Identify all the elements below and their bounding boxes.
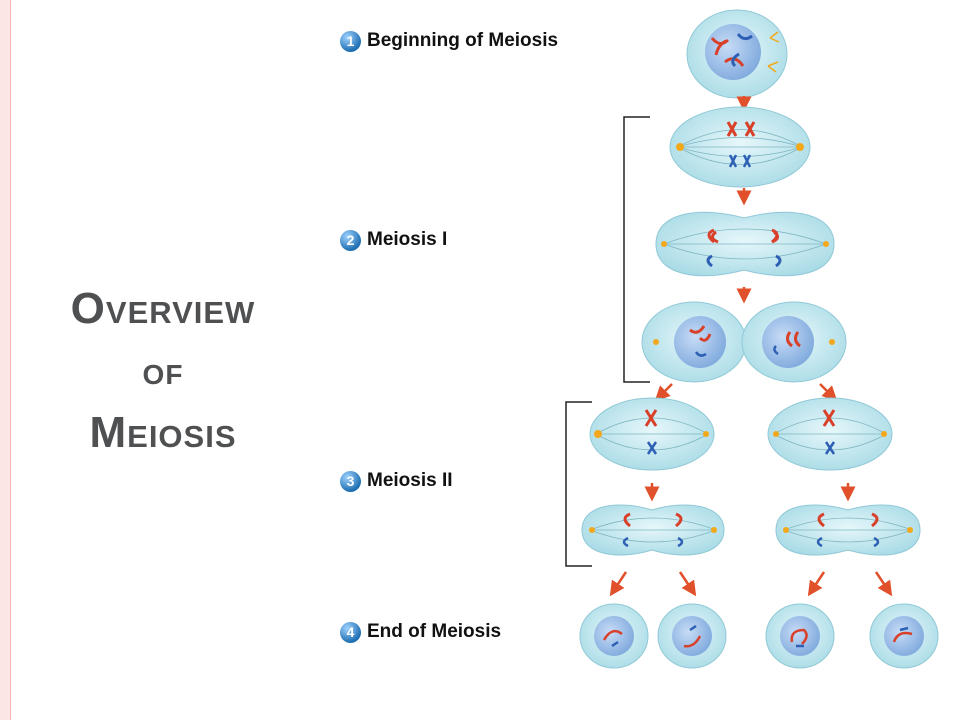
cell-metaphase-2-left	[589, 397, 715, 471]
stage-2-label: 2 Meiosis I	[340, 229, 447, 251]
stage-1-text: Beginning of Meiosis	[367, 30, 559, 51]
gamete-cell-4	[869, 603, 939, 669]
stage-3-text: Meiosis II	[367, 470, 453, 491]
stage-2-text: Meiosis I	[367, 229, 448, 250]
arrow-5	[819, 383, 838, 402]
arrow-4	[654, 383, 673, 402]
cell-metaphase-1	[669, 106, 811, 188]
slide-border	[0, 0, 11, 720]
stage-4-number-badge: 4	[340, 621, 361, 643]
stage-3-number-badge: 3	[340, 470, 361, 492]
stage-4-text: End of Meiosis	[367, 621, 502, 642]
stage-2-number-badge: 2	[340, 229, 361, 251]
title-line-3: Meiosis	[89, 408, 237, 457]
arrow-11	[874, 571, 893, 597]
cell-beginning	[686, 9, 788, 99]
title-line-1: Overview	[70, 284, 256, 333]
title-line-2: of	[142, 349, 184, 393]
cell-metaphase-2-right	[767, 397, 893, 471]
slide-title: Overview of Meiosis	[28, 278, 298, 464]
cell-anaphase-2-right	[775, 504, 921, 556]
cell-telophase-1-left	[641, 301, 747, 383]
gamete-cell-2	[657, 603, 727, 669]
meiosis-ii-bracket	[565, 401, 592, 567]
stage-1-number-badge: 1	[340, 30, 361, 52]
arrow-8	[609, 571, 628, 597]
stage-3-label: 3 Meiosis II	[340, 470, 453, 492]
cell-telophase-1-right	[741, 301, 847, 383]
stage-4-label: 4 End of Meiosis	[340, 621, 501, 643]
arrow-9	[678, 571, 697, 597]
stage-1-label: 1 Beginning of Meiosis	[340, 30, 558, 52]
meiosis-i-bracket	[623, 116, 650, 383]
arrow-10	[807, 571, 826, 597]
cell-anaphase-2-left	[581, 504, 725, 556]
gamete-cell-1	[579, 603, 649, 669]
cell-anaphase-1	[655, 211, 835, 277]
gamete-cell-3	[765, 603, 835, 669]
